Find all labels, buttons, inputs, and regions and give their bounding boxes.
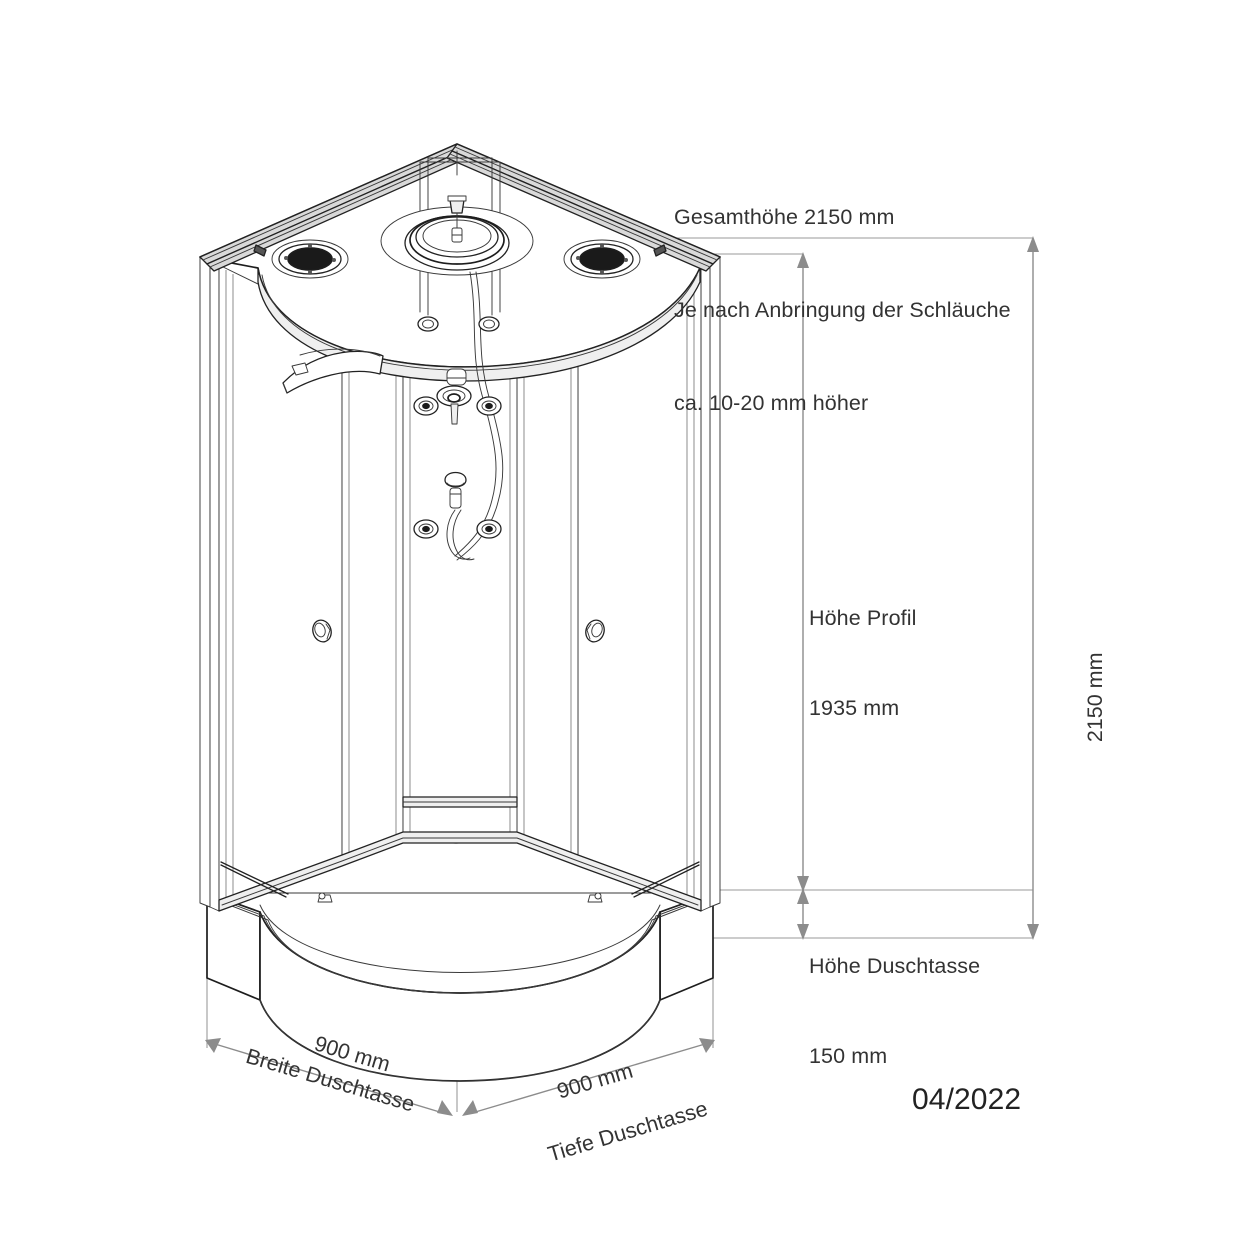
center-back-panel xyxy=(402,355,518,842)
dimension-lines xyxy=(205,236,1039,1116)
shower-cabin-illustration xyxy=(199,143,721,1082)
back-left-wall-panel xyxy=(218,264,343,912)
bottom-rail xyxy=(218,831,702,912)
corner-braces xyxy=(220,861,700,898)
note-line-2: Je nach Anbringung der Schläuche xyxy=(674,298,1011,322)
roller-right xyxy=(587,892,603,903)
massage-jets xyxy=(413,396,502,539)
total-height-note: Gesamthöhe 2150 mm Je nach Anbringung de… xyxy=(674,140,1011,481)
profile-height-label: Höhe Profil 1935 mm xyxy=(809,543,916,783)
total-height-value: 2150 mm xyxy=(1082,652,1107,743)
tray-height-label: Höhe Duschtasse 150 mm xyxy=(809,891,980,1131)
mixer-valve xyxy=(436,368,472,425)
corner-shelf xyxy=(282,348,384,394)
hand-shower xyxy=(444,471,467,509)
shower-tray xyxy=(206,892,714,1082)
note-line-1: Gesamthöhe 2150 mm xyxy=(674,205,895,229)
left-sliding-door-glass xyxy=(341,324,404,865)
shower-head-stem xyxy=(449,199,465,214)
massage-jet xyxy=(413,519,439,539)
valve-lever xyxy=(450,403,459,425)
profile-height-value: 1935 mm xyxy=(809,696,900,720)
revision-date: 04/2022 xyxy=(912,1083,1022,1116)
note-line-3: ca. 10-20 mm höher xyxy=(674,391,869,415)
ceiling-speaker-left xyxy=(271,239,349,279)
massage-jet xyxy=(476,519,502,539)
door-handle-right xyxy=(585,619,605,643)
left-frame-profile xyxy=(199,256,220,912)
profile-height-name: Höhe Profil xyxy=(809,606,917,630)
tray-height-name: Höhe Duschtasse xyxy=(809,954,981,978)
roller-left xyxy=(317,892,333,903)
massage-jet xyxy=(413,396,439,416)
rain-shower-head xyxy=(380,195,534,276)
ceiling-speaker-right xyxy=(563,239,641,279)
massage-jet xyxy=(476,396,502,416)
right-sliding-door-glass xyxy=(516,324,579,865)
top-corner-clips xyxy=(253,244,667,257)
roof-mount-screws xyxy=(417,316,500,332)
door-handle-left xyxy=(312,619,332,643)
tray-height-value: 150 mm xyxy=(809,1044,888,1068)
handset-grip xyxy=(449,487,462,509)
